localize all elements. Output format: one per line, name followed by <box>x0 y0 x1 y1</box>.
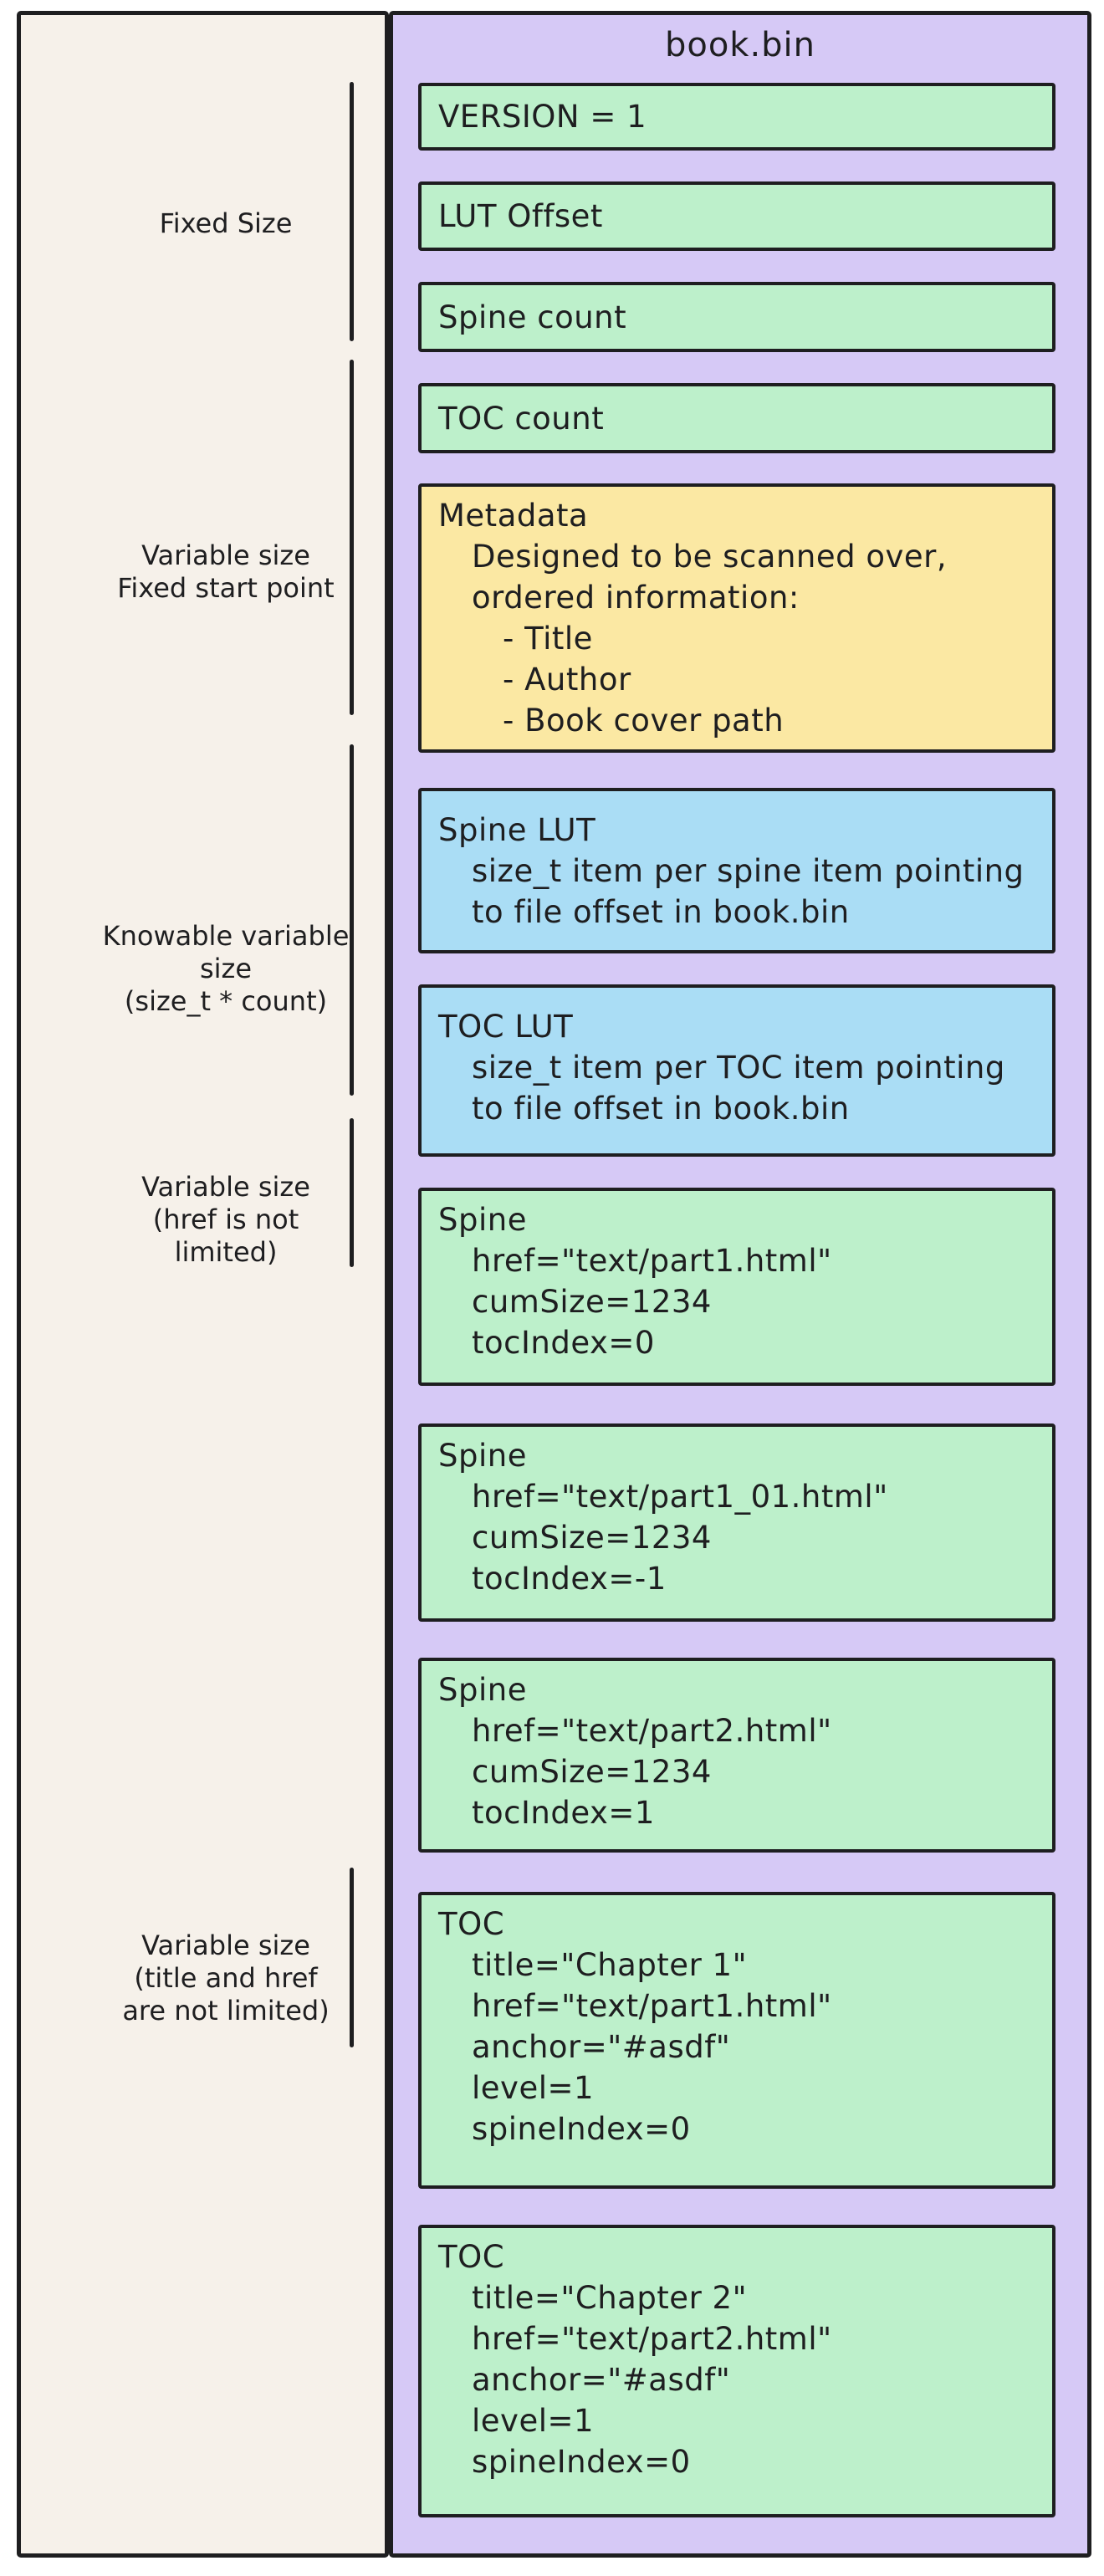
box-line: spineIndex=0 <box>472 2111 691 2147</box>
box-line: TOC count <box>438 400 605 437</box>
box-line: level=1 <box>472 2403 595 2439</box>
box-version-field: VERSION = 1 <box>418 83 1055 151</box>
bracket-line-variable-size-fixed-start <box>350 360 354 715</box>
size-label-line: Fixed Size <box>159 207 293 239</box>
box-line: - Author <box>503 662 631 698</box>
box-line: href="text/part1_01.html" <box>472 1479 888 1515</box>
box-line: size_t item per spine item pointing <box>472 853 1025 889</box>
size-label-line: (size_t * count) <box>124 985 328 1017</box>
box-line: tocIndex=-1 <box>472 1561 667 1597</box>
size-label-line: limited) <box>174 1236 278 1268</box>
box-toc-item-2: TOC title="Chapter 2" href="text/part2.htm… <box>418 2225 1055 2517</box>
box-spine-item-3: Spine href="text/part2.html" cumSize=1234 t… <box>418 1658 1055 1853</box>
box-line: size_t item per TOC item pointing <box>472 1050 1005 1086</box>
box-line: href="text/part1.html" <box>472 1243 832 1279</box>
box-line: Spine <box>438 1202 527 1238</box>
box-line: title="Chapter 2" <box>472 2280 748 2316</box>
box-line: VERSION = 1 <box>438 99 647 135</box>
box-line: level=1 <box>472 2070 595 2106</box>
size-label-line: are not limited) <box>122 1995 330 2027</box>
box-line: to file offset in book.bin <box>472 1091 850 1127</box>
box-spine-lut-block: Spine LUT size_t item per spine item poin… <box>418 788 1055 953</box>
box-line: tocIndex=0 <box>472 1325 655 1361</box>
box-line: Spine <box>438 1672 527 1708</box>
box-spine-item-2: Spine href="text/part1_01.html" cumSize=12… <box>418 1423 1055 1622</box>
box-line: Metadata <box>438 498 589 534</box>
box-line: cumSize=1234 <box>472 1754 712 1790</box>
box-line: TOC LUT <box>438 1009 574 1045</box>
size-label-knowable-variable-size: Knowable variable size(size_t * count) <box>84 920 368 1018</box>
box-line: to file offset in book.bin <box>472 894 850 930</box>
box-line: anchor="#asdf" <box>472 2362 731 2398</box>
bracket-line-knowable-variable-size <box>350 744 354 1096</box>
box-line: cumSize=1234 <box>472 1284 712 1320</box>
size-label-line: Variable size <box>141 1929 310 1961</box>
size-label-line: (href is not <box>152 1204 299 1235</box>
box-lut-offset-field: LUT Offset <box>418 181 1055 251</box>
box-line: TOC <box>438 2239 505 2275</box>
size-label-fixed-size: Fixed Size <box>84 207 368 240</box>
size-label-line: Variable size <box>141 539 310 571</box>
size-label-line: Knowable variable size <box>102 920 350 984</box>
box-line: anchor="#asdf" <box>472 2029 731 2065</box>
box-line: cumSize=1234 <box>472 1520 712 1556</box>
box-toc-count-field: TOC count <box>418 383 1055 453</box>
box-line: href="text/part1.html" <box>472 1988 832 2024</box>
box-line: Designed to be scanned over, <box>472 539 948 575</box>
box-line: tocIndex=1 <box>472 1795 655 1831</box>
box-line: - Title <box>503 621 593 657</box>
box-line: href="text/part2.html" <box>472 1713 832 1749</box>
box-line: spineIndex=0 <box>472 2444 691 2480</box>
box-line: title="Chapter 1" <box>472 1947 748 1983</box>
bracket-line-variable-size-title-href <box>350 1868 354 2047</box>
box-toc-item-1: TOC title="Chapter 1" href="text/part1.htm… <box>418 1892 1055 2189</box>
box-line: ordered information: <box>472 580 800 616</box>
box-toc-lut-block: TOC LUT size_t item per TOC item pointing… <box>418 984 1055 1157</box>
bracket-line-fixed-size <box>350 82 354 341</box>
box-line: TOC <box>438 1906 505 1942</box>
size-label-line: Fixed start point <box>117 572 335 604</box>
box-spine-item-1: Spine href="text/part1.html" cumSize=1234 t… <box>418 1188 1055 1386</box>
box-line: Spine <box>438 1438 527 1474</box>
box-line: - Book cover path <box>503 703 785 739</box>
bracket-line-variable-size-href <box>350 1118 354 1267</box>
box-spine-count-field: Spine count <box>418 282 1055 352</box>
box-line: LUT Offset <box>438 198 603 234</box>
box-line: Spine count <box>438 299 627 335</box>
size-label-line: (title and href <box>134 1962 318 1994</box>
box-line: href="text/part2.html" <box>472 2321 832 2357</box>
box-line: Spine LUT <box>438 812 596 848</box>
size-label-line: Variable size <box>141 1171 310 1203</box>
book-bin-title: book.bin <box>664 26 816 64</box>
